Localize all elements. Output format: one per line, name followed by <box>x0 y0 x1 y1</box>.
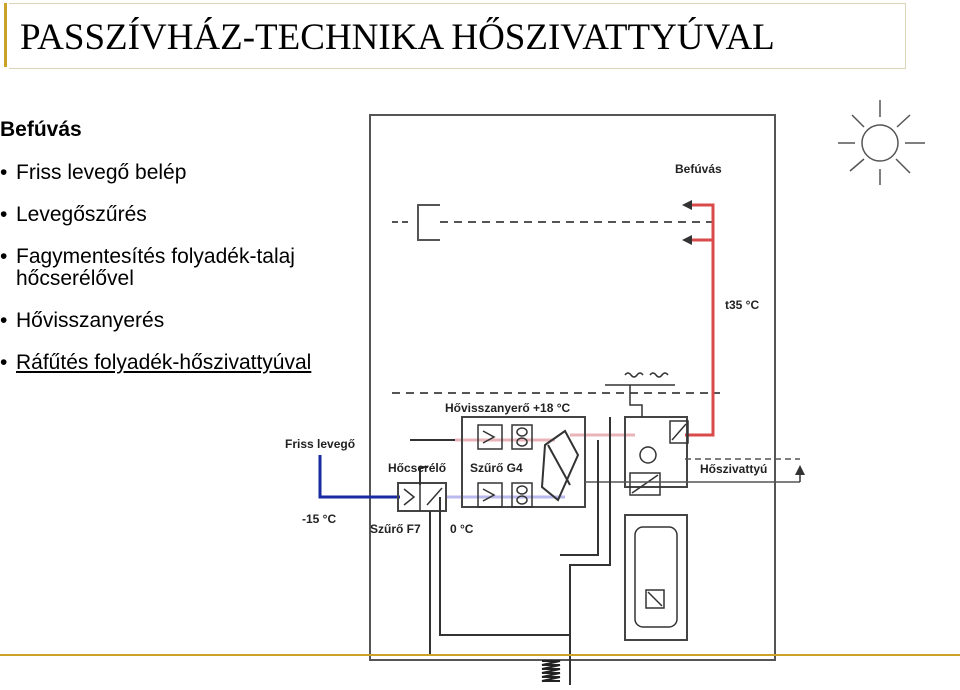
title-accent <box>4 3 7 67</box>
bullet-item: •Fagymentesítés folyadék-talaj hőcserélő… <box>0 245 295 290</box>
ground-pipes <box>410 417 611 685</box>
bullet-list: •Friss levegő belép •Levegőszűrés •Fagym… <box>0 162 360 394</box>
label-temp-out: t35 °C <box>725 298 759 312</box>
supply-arrow-upper <box>682 200 692 210</box>
title-frame <box>9 3 906 69</box>
slide-title: PASSZÍVHÁZ-TECHNIKA HŐSZIVATTYÚVAL <box>20 17 775 58</box>
section-heading: Befúvás <box>0 118 82 141</box>
heat-pump-unit <box>624 416 688 488</box>
fan-icon <box>477 424 533 508</box>
label-hoszivattyu: Hőszivattyú <box>700 462 767 476</box>
label-temp-minus: -15 °C <box>302 512 336 526</box>
ventilation-diagram: Befúvás t35 °C Hővisszanyerő +18 °C Fris… <box>285 100 925 685</box>
label-friss-levego: Friss levegő <box>285 437 355 451</box>
heat-exchanger-icon <box>540 429 580 502</box>
ground-heat-exchanger <box>397 482 447 512</box>
radiator-icon <box>605 372 675 417</box>
footer-rule <box>0 654 960 656</box>
label-befuvas: Befúvás <box>675 162 722 176</box>
label-szuro-g4: Szűrő G4 <box>470 461 523 475</box>
bullet-item: •Hővisszanyerés <box>0 309 165 332</box>
title-bar: PASSZÍVHÁZ-TECHNIKA HŐSZIVATTYÚVAL <box>0 0 910 70</box>
supply-arrow-lower <box>682 235 692 245</box>
ground-coil-icon <box>541 660 561 682</box>
bullet-item: •Levegőszűrés <box>0 203 147 226</box>
fresh-air-duct <box>318 455 400 499</box>
supply-air-duct <box>685 203 715 437</box>
storage-tank <box>624 514 688 641</box>
label-temp-zero: 0 °C <box>450 522 474 536</box>
floor-brackets <box>392 204 720 394</box>
bullet-item-link[interactable]: •Ráfűtés folyadék-hőszivattyúval <box>0 351 312 374</box>
label-hovisszanyero: Hővisszanyerő +18 °C <box>445 401 571 415</box>
label-szuro-f7: Szűrő F7 <box>370 522 421 536</box>
sun-icon <box>838 100 925 185</box>
house-outline <box>369 114 776 661</box>
bullet-item: •Friss levegő belép <box>0 161 187 184</box>
label-hocserelo: Hőcserélő <box>388 461 446 475</box>
